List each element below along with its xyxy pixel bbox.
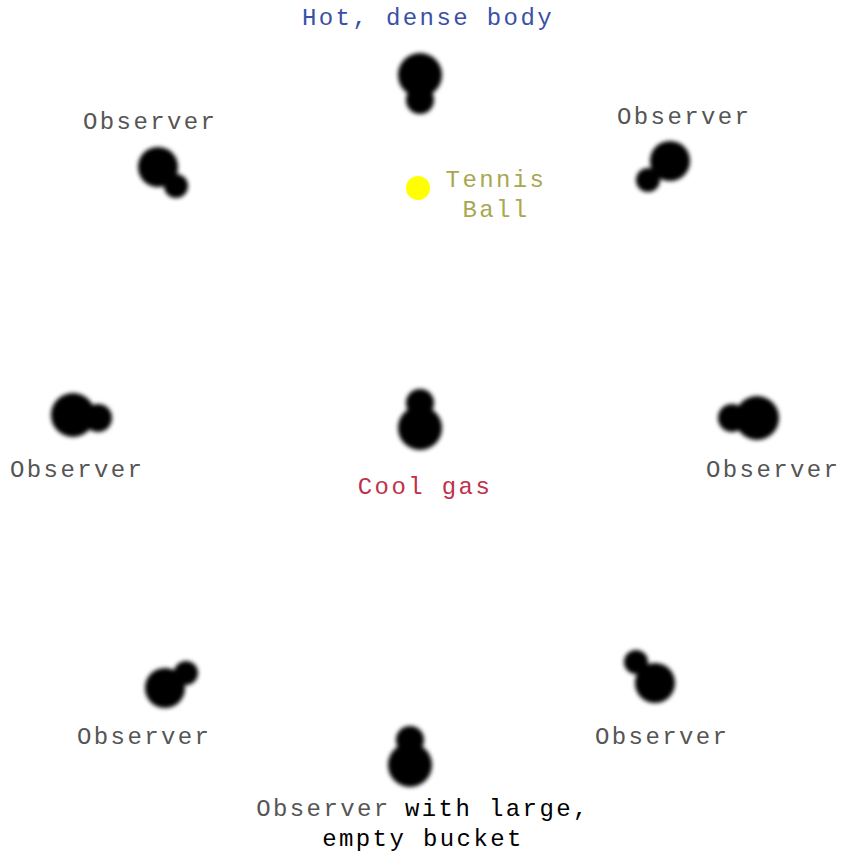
observer-label: Observer (595, 723, 729, 753)
observer-label: Observer (706, 456, 840, 486)
ball-label: Tennis Ball (440, 166, 552, 226)
observer-blob (51, 393, 112, 437)
label-text: Hot, dense body (302, 4, 554, 34)
observer-label: Observer (617, 103, 751, 133)
label-text: Observer (10, 456, 144, 486)
observer-label: Observer (10, 456, 144, 486)
observer-blob (718, 396, 779, 440)
observer-blob (138, 147, 188, 198)
observer-blob (145, 661, 198, 708)
label-text: Tennis Ball (440, 166, 552, 226)
label-text: Observer (77, 723, 211, 753)
observer-blob (636, 141, 690, 192)
label-text: Observer (256, 796, 390, 823)
observer-label: Observer (77, 723, 211, 753)
gas-label: Cool gas (358, 473, 492, 503)
label-text: Observer (83, 108, 217, 138)
cool-gas-blob (398, 389, 442, 450)
label-text: Cool gas (358, 473, 492, 503)
observer-label: Observer (83, 108, 217, 138)
label-text: Observer (706, 456, 840, 486)
label-text: Observer (595, 723, 729, 753)
observer-blob (624, 650, 675, 703)
body-label: Hot, dense body (302, 4, 554, 34)
label-text: Observer (617, 103, 751, 133)
observer-blob (388, 726, 432, 787)
tennis-ball (406, 176, 430, 200)
hot-body-blob (398, 53, 442, 114)
bucket-observer-label: Observerwith large, empty bucket (233, 795, 613, 855)
